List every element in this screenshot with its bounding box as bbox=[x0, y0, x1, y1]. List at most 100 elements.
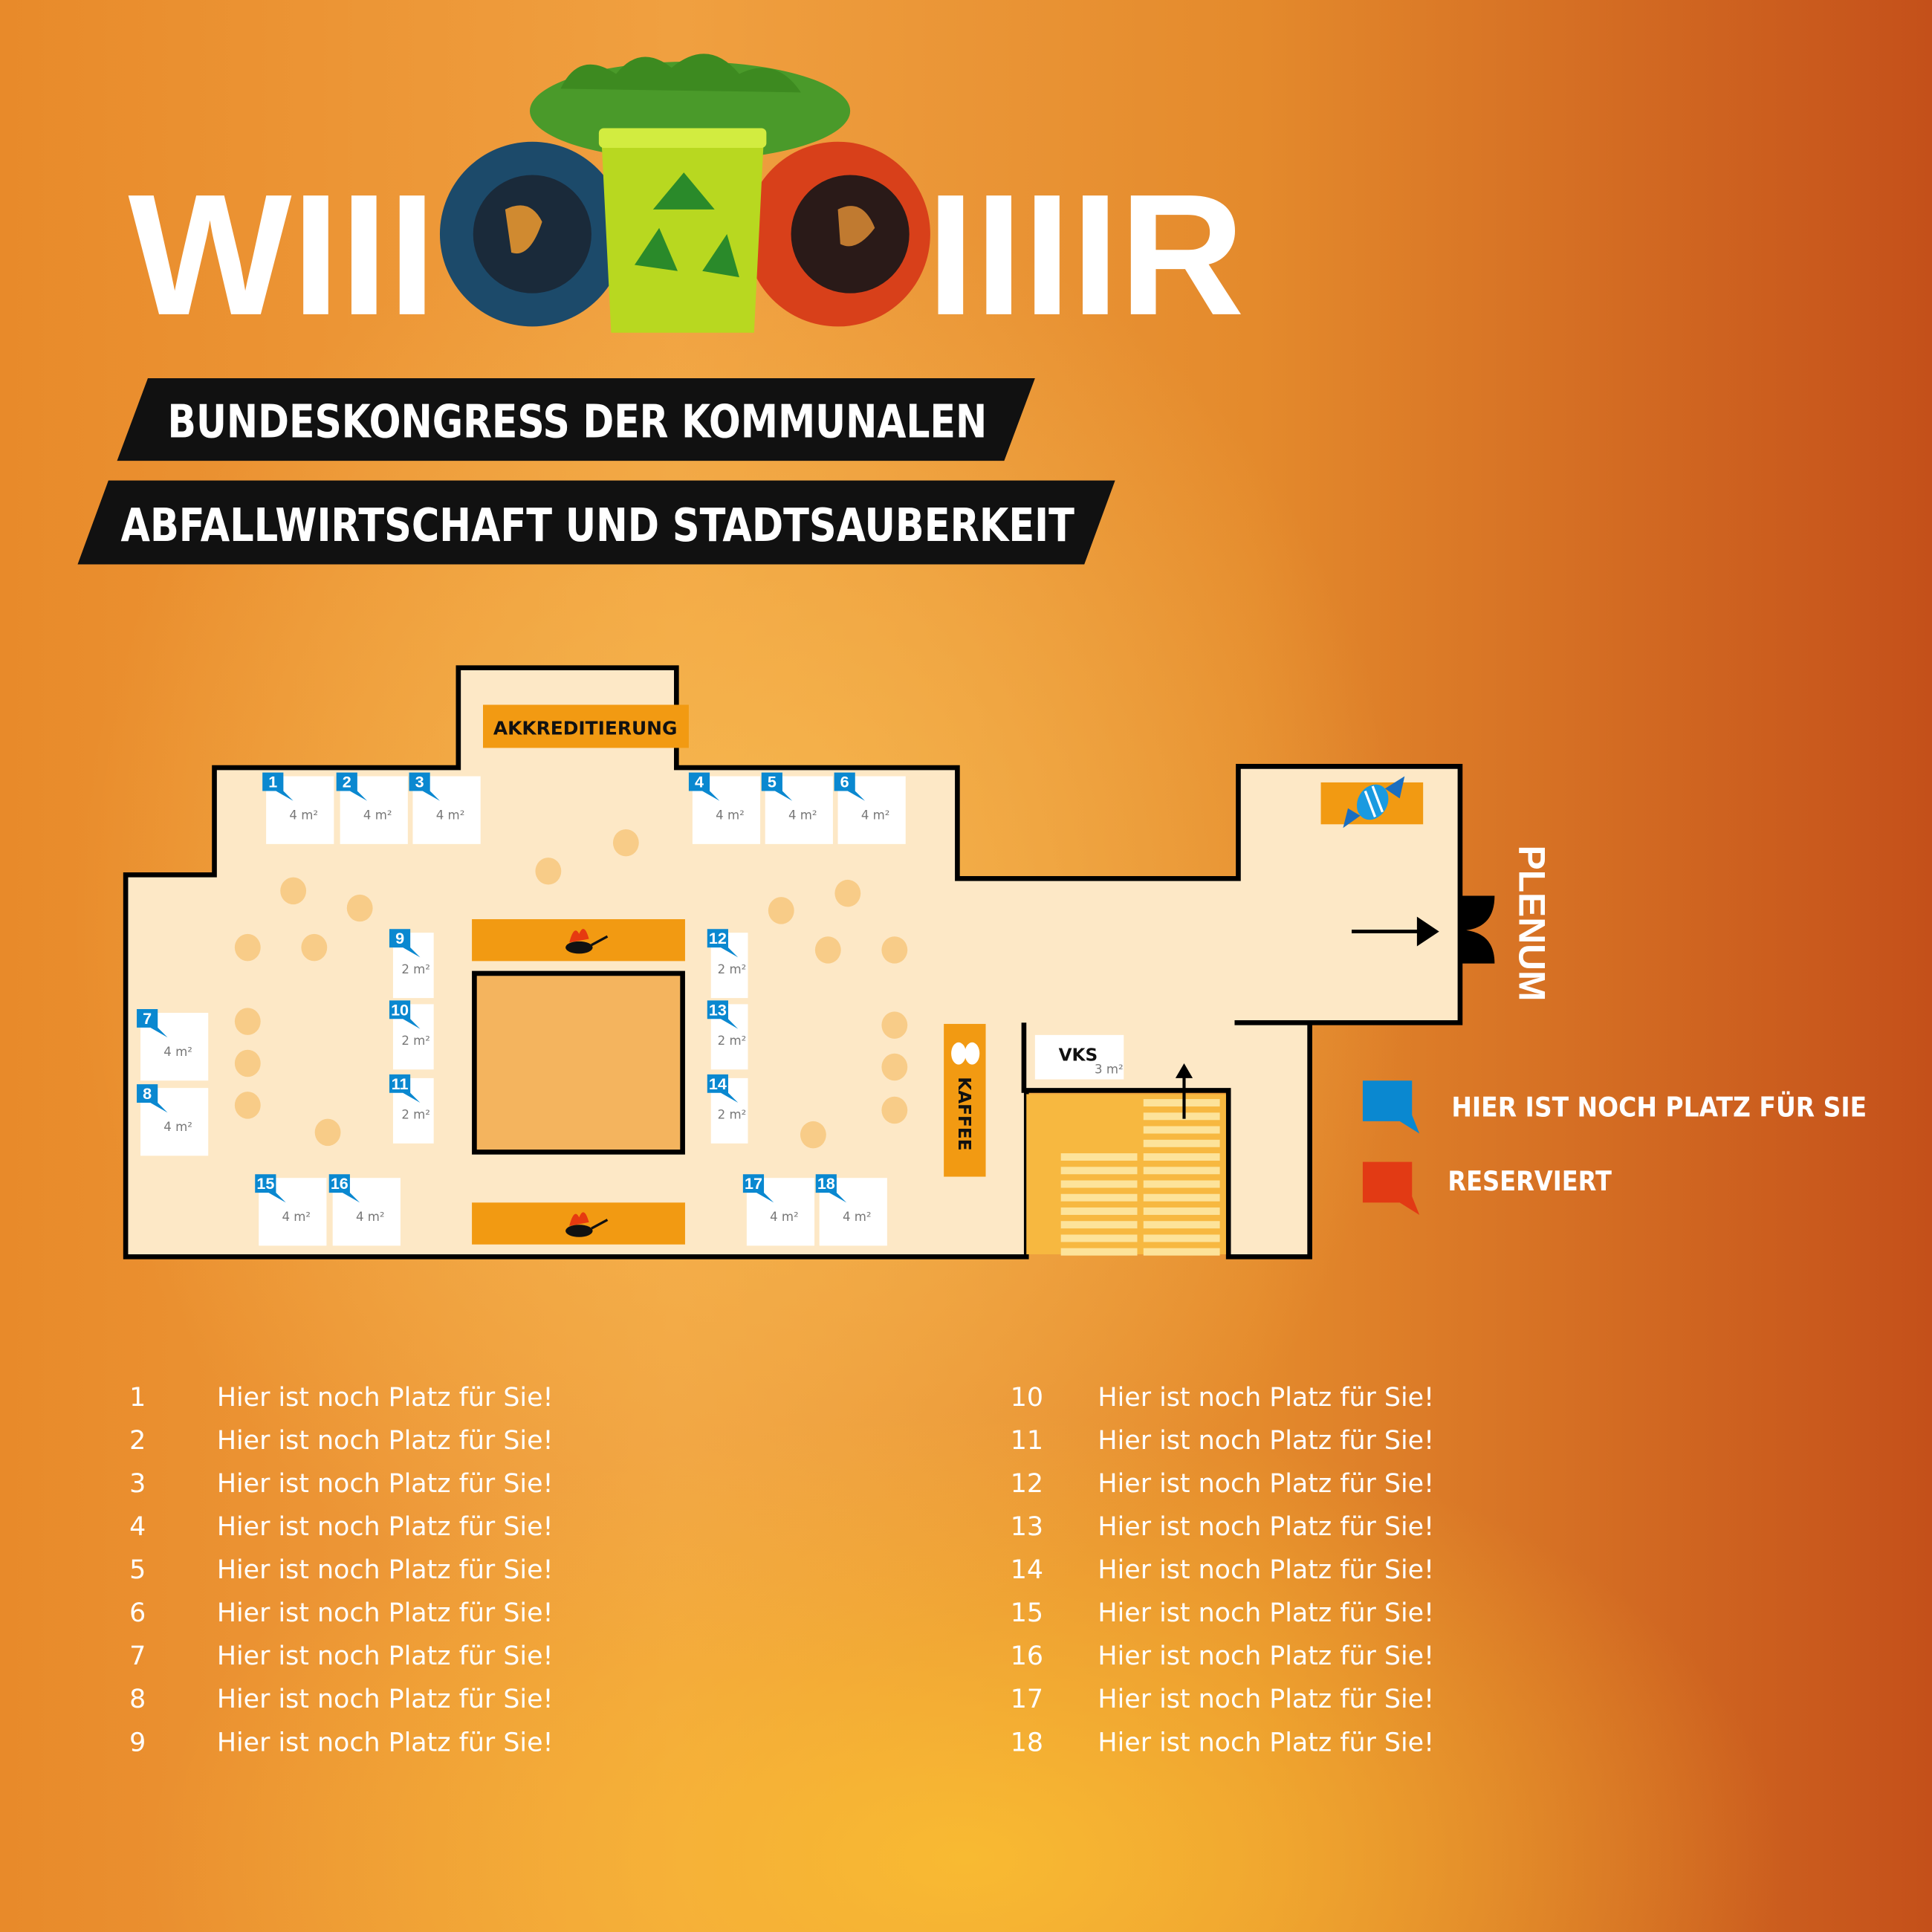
booth-size: 4 m² bbox=[436, 808, 465, 823]
booth-1[interactable]: 1 4 m² bbox=[262, 773, 334, 844]
banner-2 bbox=[77, 480, 1115, 565]
list-item: 9 Hier ist noch Platz für Sie! bbox=[129, 1728, 553, 1757]
list-item-number: 7 bbox=[129, 1641, 146, 1671]
central-block bbox=[472, 970, 685, 1155]
booth-number: 4 bbox=[695, 773, 704, 791]
list-item-text: Hier ist noch Platz für Sie! bbox=[1098, 1555, 1434, 1585]
booth-number: 8 bbox=[143, 1084, 152, 1103]
booth-size: 4 m² bbox=[843, 1210, 872, 1224]
booth-size: 2 m² bbox=[401, 1034, 430, 1048]
list-item-text: Hier ist noch Platz für Sie! bbox=[217, 1598, 554, 1628]
list-item-text: Hier ist noch Platz für Sie! bbox=[217, 1728, 554, 1757]
booth-size: 4 m² bbox=[716, 808, 745, 823]
list-item-text: Hier ist noch Platz für Sie! bbox=[1098, 1469, 1434, 1499]
blue-flag-icon bbox=[707, 1074, 739, 1103]
stair-step bbox=[1060, 1153, 1138, 1161]
booth-number: 12 bbox=[709, 929, 727, 947]
stair-step bbox=[1143, 1221, 1220, 1229]
booth-9[interactable]: 92 m² bbox=[389, 929, 434, 999]
vks-booth[interactable] bbox=[1034, 1034, 1124, 1080]
booth-4[interactable]: 4 4 m² bbox=[688, 772, 761, 844]
list-item-text: Hier ist noch Platz für Sie! bbox=[1098, 1728, 1434, 1757]
booth-number: 1 bbox=[268, 773, 277, 791]
akkreditierung-label: AKKREDITIERUNG bbox=[493, 717, 678, 739]
booth-17[interactable]: 174 m² bbox=[742, 1174, 815, 1246]
booth-7[interactable]: 74 m² bbox=[137, 1009, 209, 1081]
stair-step bbox=[1143, 1208, 1220, 1215]
vks-size: 3 m² bbox=[1095, 1062, 1124, 1076]
list-item-number: 12 bbox=[1011, 1469, 1043, 1499]
list-item-number: 15 bbox=[1011, 1598, 1043, 1628]
stair-step bbox=[1060, 1193, 1138, 1202]
bistro-table bbox=[814, 936, 841, 964]
booth-11[interactable]: 112 m² bbox=[389, 1074, 434, 1144]
list-item-text: Hier ist noch Platz für Sie! bbox=[217, 1555, 554, 1585]
legend-reserved: RESERVIERT bbox=[1362, 1161, 1612, 1215]
booth-number: 15 bbox=[256, 1174, 274, 1193]
plenum-door[interactable] bbox=[1459, 895, 1495, 964]
floor-outline bbox=[123, 665, 1463, 1260]
bistro-table bbox=[234, 1008, 261, 1035]
booth-12[interactable]: 122 m² bbox=[707, 929, 748, 999]
booth-number: 13 bbox=[709, 1000, 727, 1019]
booth-size: 2 m² bbox=[718, 1108, 747, 1122]
tables bbox=[234, 829, 908, 1149]
booth-number: 16 bbox=[331, 1174, 349, 1193]
list-item: 12 Hier ist noch Platz für Sie! bbox=[1011, 1469, 1434, 1499]
list-item-number: 9 bbox=[129, 1728, 146, 1757]
booth-13[interactable]: 132 m² bbox=[707, 1000, 748, 1070]
blue-flag-icon bbox=[389, 1074, 421, 1103]
stair-step bbox=[1143, 1234, 1220, 1242]
candy-icon bbox=[1343, 776, 1405, 829]
stair-step bbox=[1143, 1193, 1220, 1202]
blue-flag-icon bbox=[389, 929, 421, 958]
bistro-table bbox=[535, 858, 562, 885]
bistro-table bbox=[800, 1121, 826, 1149]
booth-16[interactable]: 164 m² bbox=[328, 1174, 401, 1246]
booth-number: 17 bbox=[745, 1174, 762, 1193]
bistro-table bbox=[834, 879, 861, 907]
booth-14[interactable]: 14 2 m² bbox=[707, 1074, 748, 1144]
booth-5[interactable]: 54 m² bbox=[761, 773, 833, 844]
booth-number: 14 bbox=[709, 1074, 727, 1093]
bistro-table bbox=[234, 1049, 261, 1077]
booth-size: 2 m² bbox=[401, 962, 430, 976]
list-item-text: Hier ist noch Platz für Sie! bbox=[1098, 1685, 1434, 1714]
booth-size: 4 m² bbox=[289, 808, 318, 823]
booth-size: 4 m² bbox=[282, 1210, 311, 1224]
booth-18[interactable]: 184 m² bbox=[815, 1174, 887, 1246]
title-right: IIIIR bbox=[927, 159, 1245, 351]
booth-number: 5 bbox=[768, 773, 777, 791]
title-left: WIII bbox=[128, 159, 436, 351]
booth-3[interactable]: 34 m² bbox=[409, 773, 481, 844]
floorplan: AKKREDITIERUNG KAFFEE VKS 3 m² PLENUM 14… bbox=[123, 665, 1553, 1260]
booth-8[interactable]: 84 m² bbox=[137, 1084, 209, 1156]
stair-step bbox=[1060, 1167, 1138, 1175]
stair-step bbox=[1143, 1180, 1220, 1188]
bistro-table bbox=[612, 829, 639, 857]
stairs bbox=[1060, 1099, 1220, 1256]
booth-2[interactable]: 24 m² bbox=[336, 773, 408, 844]
list-item-number: 11 bbox=[1011, 1426, 1043, 1456]
booth-15[interactable]: 15 4 m² bbox=[255, 1174, 327, 1246]
stair-step bbox=[1143, 1099, 1220, 1107]
list-item-number: 3 bbox=[129, 1469, 146, 1499]
coffee-bean-icon bbox=[951, 1042, 980, 1065]
legend-reserved-label: RESERVIERT bbox=[1448, 1165, 1612, 1197]
list-item-number: 8 bbox=[129, 1685, 146, 1714]
booth-10[interactable]: 102 m² bbox=[389, 1000, 434, 1070]
list-item-text: Hier ist noch Platz für Sie! bbox=[1098, 1598, 1434, 1628]
list-item-number: 6 bbox=[129, 1598, 146, 1628]
blue-flag-icon bbox=[688, 772, 720, 801]
bistro-table bbox=[280, 877, 307, 905]
pan-fire-icon bbox=[565, 928, 609, 954]
booth-6[interactable]: 64 m² bbox=[834, 773, 906, 844]
